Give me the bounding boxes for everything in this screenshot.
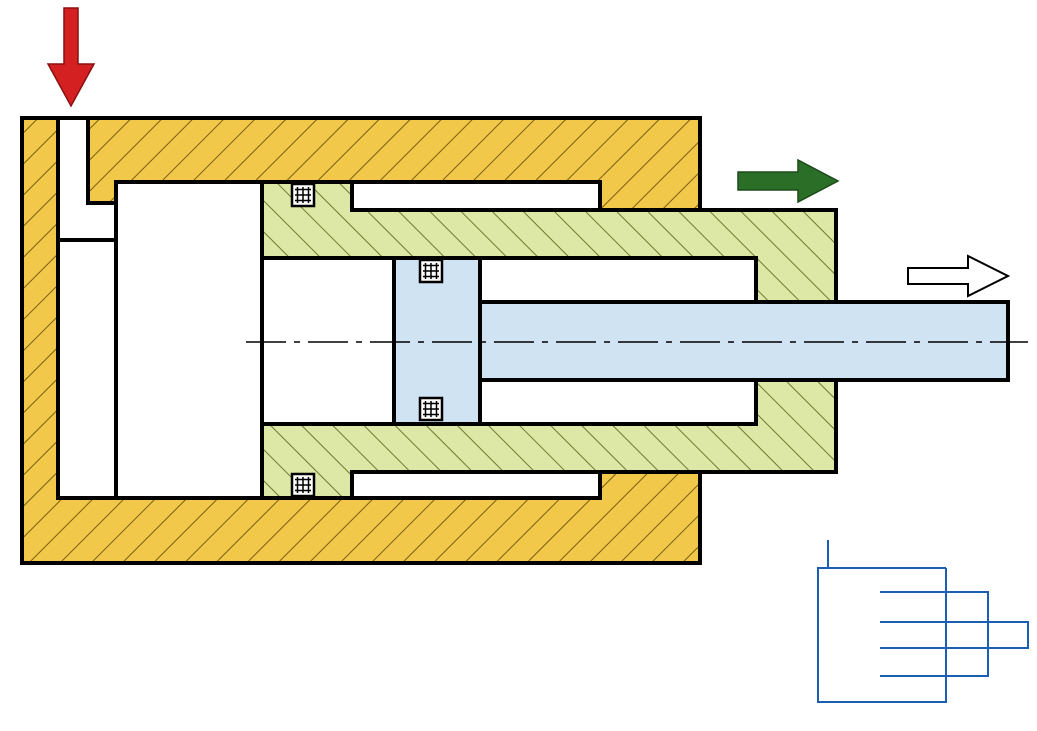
arrow-right-outline-icon [907, 254, 1011, 298]
arrow-right-icon [737, 158, 840, 204]
inner-piston [392, 256, 482, 426]
inner-rod [478, 300, 1010, 382]
seal-grid-icon [290, 472, 316, 498]
seal-grid-icon [418, 258, 444, 284]
annular-gap-bottom [350, 470, 602, 500]
arrow-down-icon [46, 7, 96, 108]
annular-gap-top [350, 180, 602, 212]
seal-grid-icon [418, 396, 444, 422]
seal-grid-icon [290, 182, 316, 208]
main-chamber [114, 180, 264, 500]
telescopic-cylinder-symbol [817, 540, 1029, 703]
